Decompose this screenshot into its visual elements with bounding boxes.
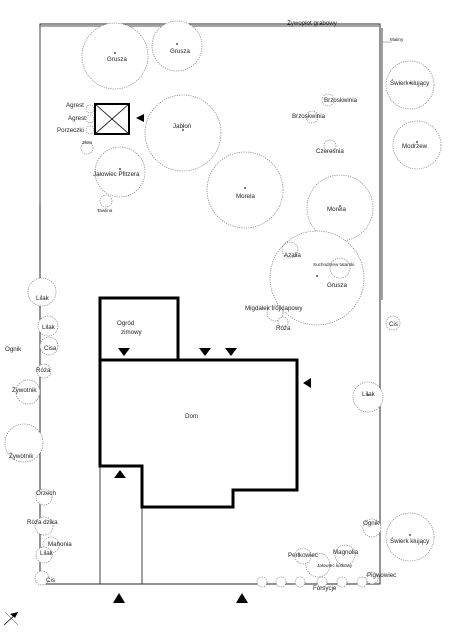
label-ognik-1: Ognik (5, 346, 22, 353)
shrub-jalowiec-luskowy (305, 552, 331, 578)
label-roza-1: Róża (276, 325, 291, 332)
tree-grusza-2 (151, 20, 203, 72)
arrow-gate-2 (236, 593, 248, 603)
tree-jablon (144, 94, 222, 172)
shrub-migdalek (266, 304, 284, 322)
label-lilak-3: Lilak (362, 391, 376, 398)
tree-tawlina (99, 194, 113, 208)
label-dom: Dom (185, 413, 198, 420)
label-cis-2: Cis (46, 577, 55, 584)
shrub-cis-2 (34, 570, 50, 586)
arrow-house-2 (225, 348, 237, 356)
label-cis-1: Cis (389, 321, 398, 328)
tree-modrzew (392, 120, 442, 170)
shrub-cis-1 (385, 315, 401, 331)
label-suchodrzew: Suchodrzew tatarski (313, 262, 354, 267)
tree-swierk-bottom (385, 512, 435, 562)
shrub-perlkowiec (294, 547, 312, 565)
shrub-lilak-1 (27, 277, 57, 307)
shrub-lilak-2 (37, 315, 59, 337)
label-pigwowiec: Pigwowiec (367, 572, 396, 579)
label-jalowiec-luskowy: Jałowiec łuskowy (317, 563, 353, 568)
label-swierk-top: Świerk kłujący (390, 79, 430, 87)
arrow-winter-garden (118, 348, 130, 356)
label-winter-garden-1: Ogród (117, 320, 135, 327)
shrub-orzech (35, 488, 53, 506)
shrub-porzeczki (85, 125, 95, 135)
shrub-lilak-4 (35, 546, 53, 564)
shrub-ognik-2 (362, 518, 382, 538)
arrow-house-south (114, 470, 126, 478)
label-ognik-2: Ognik (363, 520, 380, 527)
label-magnolia: Magnolia (333, 549, 359, 556)
shrub-suchodrzew (329, 257, 351, 279)
label-zywotnik-2: Żywotnik (9, 453, 34, 460)
shrub-pigwowiec (365, 571, 379, 585)
label-migdalek: Migdałek trójklapowy (245, 305, 303, 312)
label-zloto: Złoto (82, 140, 93, 145)
label-morela-2: Morela (327, 206, 346, 213)
plant-markers (114, 43, 418, 536)
label-swierk-bottom: Świerk kłujący (390, 537, 430, 545)
shrub-lilak-3 (352, 381, 384, 413)
tree-brzoskwinia-1 (321, 93, 335, 107)
shrub-roza-2 (36, 363, 52, 379)
label-roza-2: Róża (36, 367, 51, 374)
arrow-greenhouse (136, 114, 144, 122)
arrow-gate-1 (113, 593, 125, 603)
house-building (98, 296, 299, 509)
label-morela-1: Morela (236, 193, 255, 200)
shrub-zywotnik-2 (4, 423, 44, 463)
tree-morela-1 (206, 151, 284, 229)
label-porzeczki: Porzeczki (57, 127, 84, 134)
label-grusza-1: Grusza (107, 56, 128, 63)
tree-zloto (80, 141, 94, 155)
label-perlkowiec: Perłkowiec (288, 552, 318, 559)
label-hedge: Żywopłot grabowy (287, 20, 338, 27)
tree-swierk-top (385, 60, 435, 110)
tree-brzoskwinia-2 (305, 110, 319, 124)
tree-jalowiec (94, 146, 146, 198)
label-agrest-1: Agrest (66, 102, 84, 109)
label-forsycje: Forsycje (313, 585, 337, 592)
label-brzoskwinia-1: Brzoskwinia (324, 97, 358, 104)
label-azalia: Azalia (284, 252, 301, 259)
label-maliny: Maliny (390, 37, 404, 42)
label-orzech: Orzech (36, 490, 57, 497)
label-brzoskwinia-2: Brzoskwinia (292, 113, 326, 120)
shrub-cisa (39, 336, 59, 356)
label-mahonia: Mahonia (48, 541, 72, 548)
shrub-zywotnik-1 (15, 379, 41, 405)
label-lilak-2: Lilak (42, 324, 56, 331)
shrub-agrest-2 (85, 114, 95, 124)
label-cisa: Cisa (44, 345, 57, 352)
north-arrow-icon (3, 611, 19, 626)
label-zywotnik-1: Żywotnik (12, 387, 37, 394)
label-grusza-2: Grusza (170, 48, 191, 55)
tree-czeresnia (323, 139, 337, 153)
greenhouse-diag-2 (94, 103, 130, 135)
shrub-magnolia (334, 544, 356, 566)
label-modrzew: Modrzew (402, 143, 428, 150)
shrub-roza-dzika (34, 516, 54, 536)
shrub-roza-1 (277, 316, 289, 328)
label-roza-dzika: Róża dzika (27, 519, 58, 526)
label-winter-garden-2: zimowy (121, 329, 143, 336)
label-agrest-2: Agrest (68, 115, 86, 122)
tree-grusza-1 (81, 22, 149, 90)
arrow-house-east (303, 378, 311, 388)
label-lilak-1: Lilak (36, 295, 50, 302)
label-jablon: Jabłoń (173, 123, 192, 130)
label-grusza-3: Grusza (327, 282, 348, 289)
arrow-house-1 (199, 348, 211, 356)
label-jalowiec: Jałowiec Pfitzera (93, 171, 140, 178)
label-czeresnia: Czereśnia (316, 148, 344, 155)
label-tawlina: Tawlina (97, 208, 113, 213)
shrub-azalia (281, 241, 299, 259)
shrub-agrest-1 (85, 104, 95, 114)
forsycje-row (256, 576, 368, 588)
label-lilak-4: Lilak (40, 550, 54, 557)
